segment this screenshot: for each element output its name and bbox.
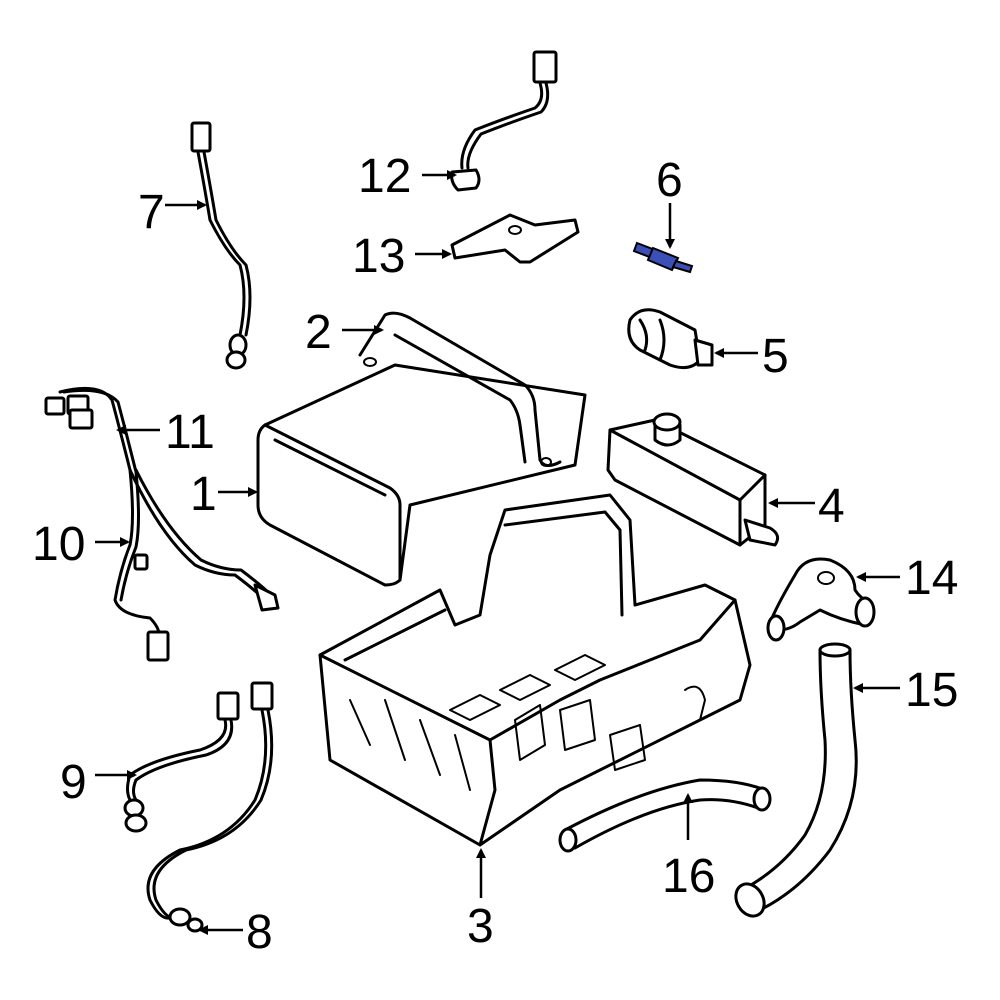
part-9-sensor-wire[interactable] xyxy=(123,691,240,833)
callout-3: 3 xyxy=(467,900,494,953)
callout-14: 14 xyxy=(905,552,958,605)
leader-lines xyxy=(95,170,900,935)
part-5-valve[interactable] xyxy=(627,308,714,370)
part-16-hose[interactable] xyxy=(558,778,772,853)
callout-5: 5 xyxy=(762,330,789,383)
callout-13: 13 xyxy=(352,230,405,283)
callout-15: 15 xyxy=(905,664,958,717)
callout-1: 1 xyxy=(190,468,217,521)
callout-4: 4 xyxy=(818,480,845,533)
part-14-elbow[interactable] xyxy=(766,557,876,642)
callout-2: 2 xyxy=(305,306,332,359)
callout-8: 8 xyxy=(246,906,273,959)
part-12-sensor[interactable] xyxy=(450,50,558,192)
part-3-tray[interactable] xyxy=(318,493,752,847)
callout-labels: 1 2 3 4 5 6 7 8 9 10 11 12 13 14 15 16 xyxy=(32,150,958,959)
part-4-reservoir[interactable] xyxy=(606,412,780,547)
callout-10: 10 xyxy=(32,518,85,571)
callout-16: 16 xyxy=(662,850,715,903)
part-7-sensor-wire[interactable] xyxy=(190,121,252,370)
callout-9: 9 xyxy=(60,756,87,809)
part-10-11-harness[interactable] xyxy=(44,386,280,662)
callout-6: 6 xyxy=(656,154,683,207)
callout-12: 12 xyxy=(358,150,411,203)
callout-7: 7 xyxy=(138,186,165,239)
callout-11: 11 xyxy=(165,406,215,459)
part-1-canister[interactable] xyxy=(256,363,587,587)
part-13-bracket[interactable] xyxy=(450,213,580,264)
part-2-strap[interactable] xyxy=(358,311,562,467)
part-8-sensor-wire[interactable] xyxy=(146,681,274,933)
part-6-connector[interactable] xyxy=(632,241,694,274)
part-15-hose[interactable] xyxy=(730,642,858,921)
